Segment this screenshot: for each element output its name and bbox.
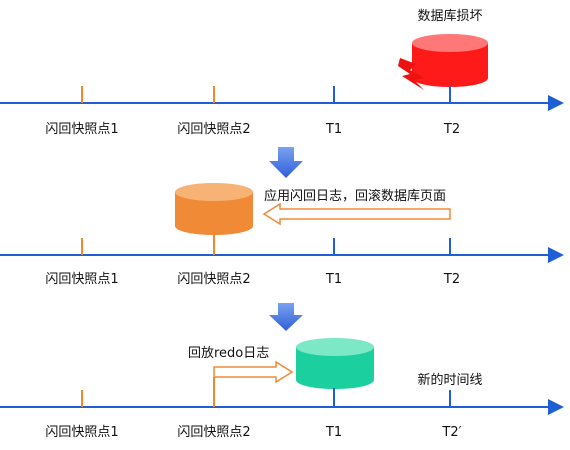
tick-label-2-3: T1 (325, 272, 342, 287)
tick-label-3-3: T1 (325, 425, 342, 440)
tick-label-1-4: T2 (443, 122, 460, 137)
lightning-bolt-icon (398, 58, 424, 90)
tick-label-2-2: 闪回快照点2 (177, 272, 250, 287)
redo-log-label: 回放redo日志 (188, 346, 269, 361)
new-timeline-label: 新的时间线 (417, 372, 482, 388)
tick-label-2-4: T2 (443, 272, 460, 287)
tick-label-3-4: T2′ (441, 425, 461, 440)
flashback-database-icon (175, 183, 253, 235)
tick-label-2-1: 闪回快照点1 (45, 272, 118, 287)
database-damaged-label: 数据库损坏 (417, 8, 482, 24)
rollback-hollow-arrow (262, 202, 451, 226)
down-arrow-icon (269, 303, 303, 331)
tick-label-3-1: 闪回快照点1 (45, 425, 118, 440)
apply-flashback-label: 应用闪回日志，回滚数据库页面 (264, 188, 446, 204)
tick-label-1-1: 闪回快照点1 (45, 122, 118, 137)
replay-hollow-arrow (213, 360, 294, 384)
damaged-database-icon (412, 34, 488, 87)
tick-label-3-2: 闪回快照点2 (177, 425, 250, 440)
tick-label-1-2: 闪回快照点2 (177, 122, 250, 137)
tick-label-1-3: T1 (325, 122, 342, 137)
down-arrow-icon (269, 147, 303, 178)
redo-database-icon (296, 338, 374, 389)
